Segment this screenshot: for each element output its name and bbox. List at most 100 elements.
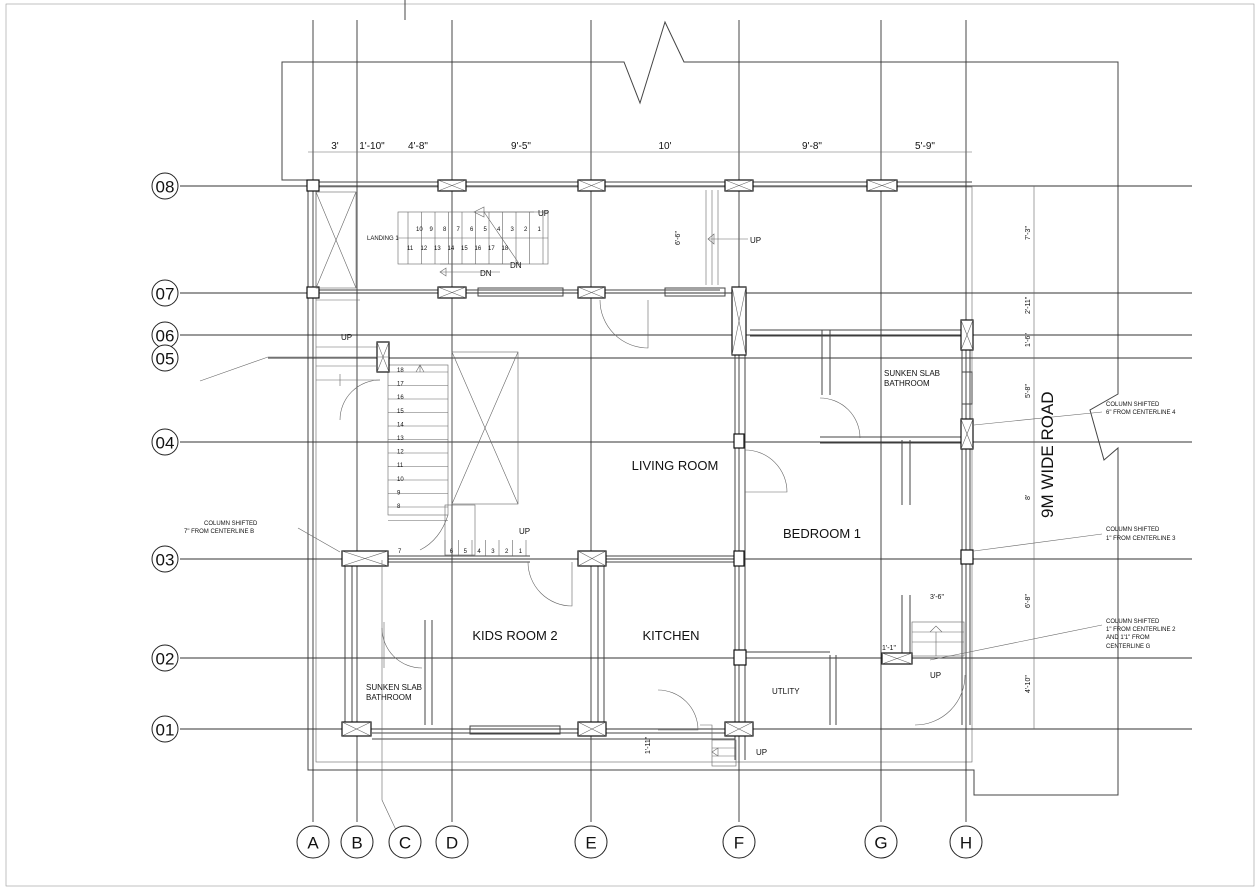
note-b3-1: COLUMN SHIFTED — [204, 521, 258, 527]
stair-num: 7 — [398, 549, 402, 555]
stair-num: 17 — [488, 246, 495, 252]
stair-num: 2 — [524, 227, 528, 233]
bath-bottom-line1: SUNKEN SLAB — [366, 683, 422, 692]
stair-num: 9 — [430, 227, 434, 233]
row-bubble-label: 07 — [156, 285, 175, 304]
col-bubble: C — [388, 825, 422, 859]
structural-column — [731, 286, 747, 356]
structural-column — [306, 179, 320, 192]
dim-right: 8' — [1025, 495, 1032, 500]
columns — [306, 179, 974, 737]
col-bubble-label: B — [351, 834, 362, 853]
row-bubble-label: 06 — [156, 327, 175, 346]
room-kitchen: KITCHEN — [642, 628, 699, 643]
stair-up-6: UP — [756, 748, 767, 757]
stair-num: 15 — [461, 246, 468, 252]
structural-column — [577, 286, 606, 299]
structural-column — [724, 721, 754, 737]
dim-bath-door: 3'-6" — [930, 594, 944, 601]
col-bubble: D — [435, 825, 469, 859]
structural-column — [960, 418, 974, 450]
room-kids: KIDS ROOM 2 — [472, 628, 557, 643]
structural-column — [341, 721, 372, 737]
dim-right: 6'-8" — [1025, 594, 1032, 608]
staircase-right — [705, 190, 748, 285]
row-bubble-label: 05 — [156, 350, 175, 369]
note-g2-4: CENTERLINE G — [1106, 644, 1151, 650]
stair-num: 14 — [448, 246, 455, 252]
dim-top: 4'-8" — [408, 141, 428, 152]
stair-num: 3 — [491, 549, 495, 555]
stair-num: 2 — [505, 549, 509, 555]
walls — [316, 181, 973, 760]
stair-num: 12 — [421, 246, 428, 252]
stair-num: 1 — [538, 227, 542, 233]
dimensions-right: 7'-3"2'-11"1'-6"5'-8"8'6'-8"4'-10" — [1025, 186, 1035, 729]
structural-column — [341, 550, 389, 567]
structural-column — [577, 179, 606, 192]
row-bubble: 01 — [151, 715, 179, 743]
grid-lines — [180, 0, 1192, 822]
room-bedroom: BEDROOM 1 — [783, 526, 861, 541]
stair-num: 16 — [475, 246, 482, 252]
stair-num: 8 — [443, 227, 447, 233]
stair-up-3: UP — [341, 333, 352, 342]
col-bubble: G — [864, 825, 898, 859]
row-bubble-label: 02 — [156, 650, 175, 669]
staircase-bath — [911, 621, 965, 657]
staircase-side — [316, 351, 527, 556]
structural-column — [881, 652, 913, 665]
stair-landing: LANDING 1 — [367, 236, 399, 242]
dim-right: 4'-10" — [1025, 675, 1032, 693]
stair-dn-1: DN — [510, 261, 522, 270]
note-h3-2: 1" FROM CENTERLINE 3 — [1106, 536, 1176, 542]
col-bubble-label: C — [399, 834, 411, 853]
dim-right: 1'-6" — [1025, 333, 1032, 347]
dim-top: 3' — [331, 141, 339, 152]
stair-num: 17 — [397, 382, 404, 388]
row-bubble-label: 04 — [156, 434, 175, 453]
stair-num: 12 — [397, 450, 404, 456]
dim-top: 1'-10" — [359, 141, 385, 152]
bath-top-line2: BATHROOM — [884, 379, 930, 388]
stair-dn-2: DN — [480, 269, 492, 278]
stair-num: 4 — [497, 227, 501, 233]
dim-top: 10' — [658, 141, 671, 152]
row-bubble-label: 08 — [156, 178, 175, 197]
stair-up-1: UP — [538, 209, 549, 218]
stair-num: 6 — [450, 549, 454, 555]
structural-column — [733, 433, 745, 449]
structural-column — [724, 179, 754, 192]
stair-num: 9 — [397, 490, 401, 496]
stair-num: 10 — [397, 477, 404, 483]
stair-num: 5 — [484, 227, 488, 233]
note-h3-1: COLUMN SHIFTED — [1106, 527, 1160, 533]
row-bubble: 07 — [151, 279, 179, 307]
dim-right: 7'-3" — [1025, 226, 1032, 240]
col-bubble: F — [722, 825, 756, 859]
stair-up-2: UP — [750, 236, 761, 245]
col-bubble-label: F — [734, 834, 744, 853]
row-bubble: 08 — [151, 172, 179, 200]
structural-column — [960, 549, 974, 565]
structural-column — [733, 550, 745, 567]
dim-right: 2'-11" — [1025, 296, 1032, 314]
stair-num: 18 — [502, 246, 509, 252]
structural-column — [577, 721, 607, 737]
structural-column — [437, 179, 467, 192]
stair-num: 6 — [470, 227, 474, 233]
col-bubble-label: G — [874, 834, 887, 853]
col-bubble-label: A — [307, 834, 319, 853]
note-h4-2: 6" FROM CENTERLINE 4 — [1106, 410, 1176, 416]
note-g2-1: COLUMN SHIFTED — [1106, 619, 1160, 625]
stair-num: 5 — [464, 549, 468, 555]
stair-num: 13 — [434, 246, 441, 252]
structural-column — [866, 179, 898, 192]
road-label: 9M WIDE ROAD — [1038, 391, 1057, 518]
room-utility: UTLITY — [772, 687, 800, 696]
site-boundary — [281, 20, 1119, 796]
